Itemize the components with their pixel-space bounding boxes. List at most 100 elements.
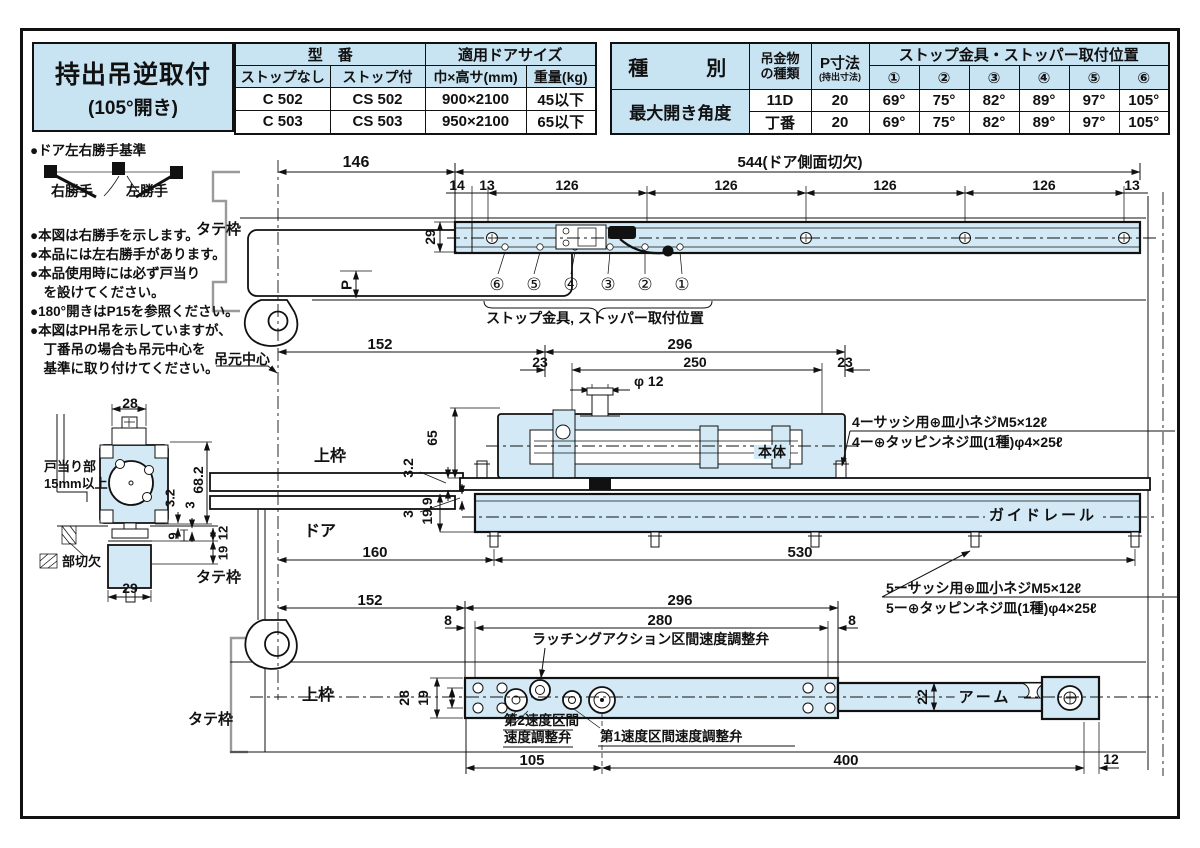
- weight-cell: 45以下: [525, 87, 597, 111]
- size-header: 巾×高サ(mm): [424, 65, 527, 88]
- p-dimension-header: P寸法 (持出寸法): [810, 42, 870, 90]
- dim-phi12: φ 12: [634, 373, 664, 389]
- stop-position-3: ③: [600, 275, 616, 294]
- stop-position-6: ⑥: [489, 275, 505, 294]
- dim-13: 13: [1124, 177, 1140, 193]
- dim-146: 146: [342, 154, 370, 171]
- closer-body-label: 本体: [754, 445, 790, 459]
- top-frame-label: 上枠: [301, 687, 335, 704]
- dim-105: 105: [519, 752, 545, 769]
- model-cell: CS 502: [329, 87, 426, 111]
- door-stop-note-line1: 戸当り部: [44, 459, 97, 474]
- position-3-header: ③: [968, 65, 1020, 90]
- hardware-type-line1: 吊金物: [760, 51, 800, 67]
- dim-23: 23: [837, 354, 853, 370]
- note-line: ●本図は右勝手を示します。: [30, 228, 199, 243]
- sash-screw-note-4: 4ーサッシ用⊕皿小ネジM5×12ℓ: [852, 414, 1048, 430]
- model-cell: C 502: [234, 87, 331, 111]
- dim-160: 160: [362, 544, 388, 561]
- weight-cell: 65以下: [525, 110, 597, 134]
- angle-cell: 89°: [1018, 89, 1070, 112]
- dim-126: 126: [555, 177, 579, 193]
- model-header: 型 番: [234, 42, 426, 66]
- no-stop-header: ストップなし: [234, 65, 331, 88]
- angle-cell: 69°: [868, 89, 920, 112]
- left-hand-label: 左勝手: [126, 183, 168, 199]
- tapping-screw-note-4: 4ー⊕タッピンネジ皿(1種)φ4×25ℓ: [852, 434, 1063, 450]
- title-block: 持出吊逆取付 (105°開き): [32, 42, 234, 132]
- hanger-detail-section: [39, 404, 218, 603]
- top-elevation-view: [211, 160, 1157, 347]
- stop-position-5: ⑤: [526, 275, 542, 294]
- opening-angle-subtitle: (105°開き): [88, 97, 178, 119]
- door-label: ドア: [303, 523, 337, 540]
- dim-250: 250: [683, 354, 707, 370]
- door-stop-note-line2: 15mm以上: [44, 476, 108, 491]
- note-line: ●180°開きはP15を参照ください。: [30, 304, 239, 319]
- dim-29: 29: [122, 580, 138, 596]
- angle-cell: 75°: [918, 111, 970, 135]
- angle-cell: 89°: [1018, 111, 1070, 135]
- model-cell: CS 503: [329, 110, 426, 134]
- dim-3-2: 3.2: [162, 488, 178, 508]
- note-line: ●本図はPH吊を示していますが、: [30, 323, 232, 338]
- stop-position-header: ストップ金具・ストッパー取付位置: [868, 42, 1170, 66]
- angle-cell: 75°: [918, 89, 970, 112]
- arm-label: アーム: [954, 690, 1016, 705]
- dim-23: 23: [532, 354, 548, 370]
- dim-28: 28: [396, 690, 412, 706]
- tapping-screw-note-5: 5ー⊕タッピンネジ皿(1種)φ4×25ℓ: [886, 600, 1097, 616]
- dim-65: 65: [424, 430, 440, 446]
- vertical-frame-label: タテ枠: [196, 221, 242, 238]
- model-cell: C 503: [234, 110, 331, 134]
- max-opening-angle-label: 最大開き角度: [610, 89, 750, 135]
- angle-cell: 105°: [1118, 111, 1170, 135]
- dim-28: 28: [122, 395, 138, 411]
- p-cell: 20: [810, 89, 870, 112]
- note-line: ●本品使用時には必ず戸当り: [30, 266, 201, 281]
- position-6-header: ⑥: [1118, 65, 1170, 90]
- dim-8: 8: [444, 612, 452, 628]
- hardware-cell: 11D: [748, 89, 812, 112]
- stop-fitting-position-label: ストップ金具, ストッパー取付位置: [486, 310, 704, 326]
- dim-68-2: 68.2: [190, 466, 206, 494]
- note-line: ●本品には左右勝手があります。: [30, 247, 226, 262]
- dim-P: P: [338, 279, 356, 291]
- product-title: 持出吊逆取付: [54, 60, 211, 89]
- angle-cell: 82°: [968, 111, 1020, 135]
- dim-126: 126: [1032, 177, 1056, 193]
- dim-19: 19: [215, 545, 231, 561]
- position-2-header: ②: [918, 65, 970, 90]
- dim-12: 12: [1103, 751, 1119, 767]
- hardware-type-header: 吊金物 の種類: [748, 42, 812, 90]
- with-stop-header: ストップ付: [329, 65, 426, 88]
- second-speed-valve-label-line2: 速度調整弁: [504, 730, 572, 745]
- note-line: 丁番吊の場合も吊元中心を: [30, 342, 206, 357]
- middle-section-view: [209, 345, 1178, 620]
- dim-8: 8: [848, 612, 856, 628]
- position-1-header: ①: [868, 65, 920, 90]
- size-cell: 950×2100: [424, 110, 527, 134]
- hardware-type-line2: の種類: [760, 65, 800, 81]
- dim-3: 3: [182, 501, 198, 509]
- stop-position-1: ①: [674, 275, 690, 294]
- angle-cell: 97°: [1068, 89, 1120, 112]
- weight-header: 重量(kg): [525, 65, 597, 88]
- p-dimension-label: P寸法: [819, 54, 860, 72]
- category-header: 種 別: [610, 42, 750, 90]
- stop-position-2: ②: [637, 275, 653, 294]
- dim-19-9: 19.9: [419, 497, 435, 525]
- dim-152: 152: [357, 592, 383, 609]
- dim-13: 13: [479, 177, 495, 193]
- angle-cell: 97°: [1068, 111, 1120, 135]
- angle-cell: 69°: [868, 111, 920, 135]
- vertical-frame-label: タテ枠: [188, 711, 234, 728]
- dim-3-2: 3.2: [400, 458, 416, 478]
- dim-126: 126: [714, 177, 738, 193]
- note-line: を設けてください。: [30, 285, 165, 300]
- p-dimension-sublabel: (持出寸法): [819, 71, 861, 82]
- second-speed-valve-label-line1: 第2速度区間: [504, 713, 580, 728]
- angle-cell: 105°: [1118, 89, 1170, 112]
- dim-296: 296: [667, 592, 693, 609]
